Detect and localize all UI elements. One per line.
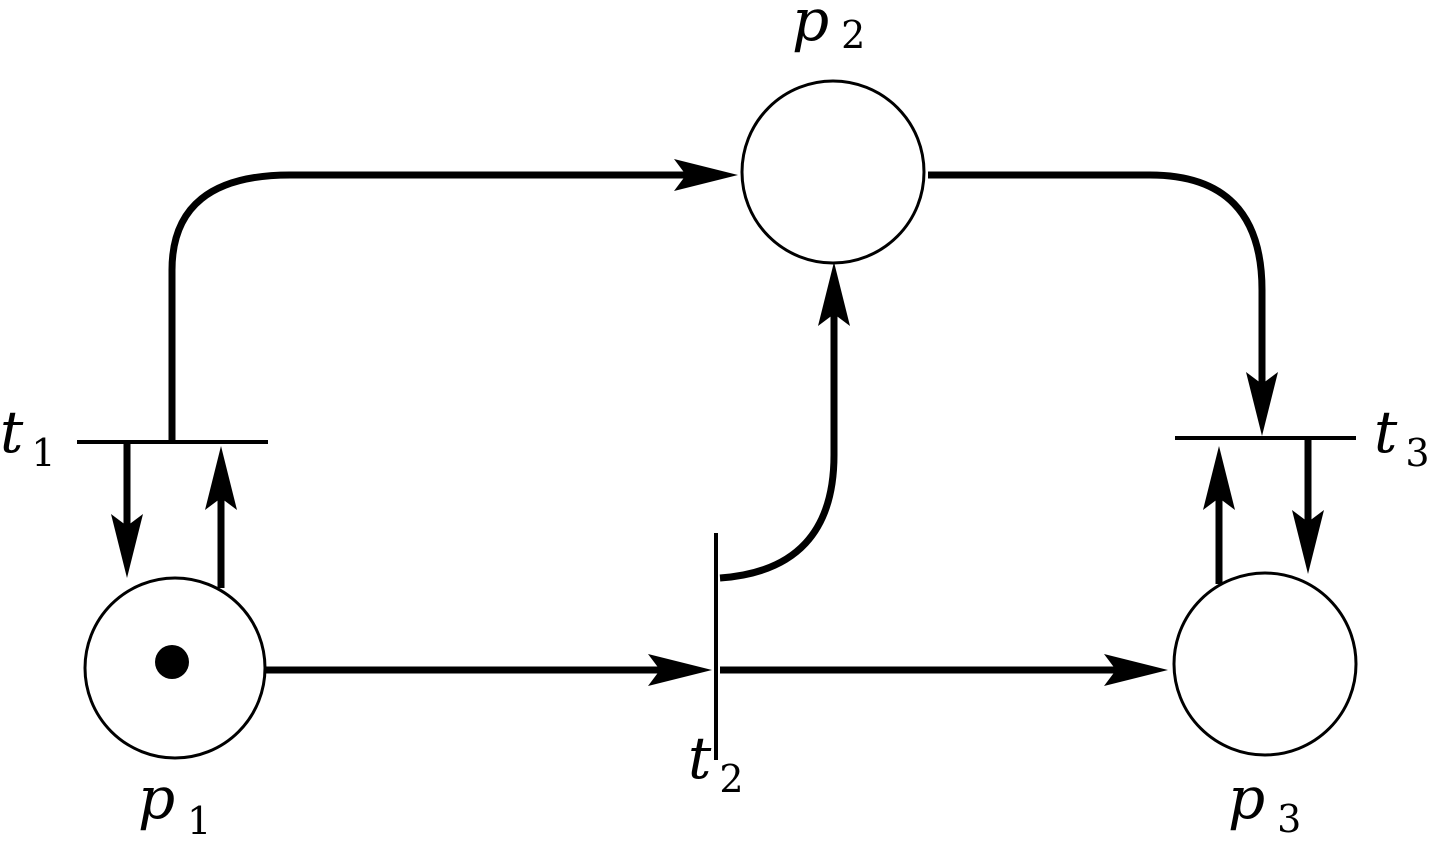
label-t3-main: t: [1374, 398, 1398, 466]
label-t3-sub: 3: [1405, 431, 1429, 475]
arc-t2-to-p2: [719, 310, 838, 582]
label-t2-sub: 2: [719, 757, 743, 801]
arrowhead-p3-to-t3: [1203, 446, 1235, 510]
label-p2: p 2: [792, 0, 865, 57]
label-p3: p 3: [1228, 764, 1301, 841]
label-t1: t 1: [0, 398, 56, 475]
place-p3: [1172, 571, 1358, 757]
arrowhead-t3-to-p3: [1292, 510, 1324, 574]
label-p1-main: p: [138, 764, 175, 832]
label-p2-sub: 2: [841, 13, 865, 57]
label-p1: p 1: [138, 764, 211, 841]
arrowhead-t1-to-p1: [111, 514, 143, 578]
arrowhead-p2-to-t3: [1246, 372, 1278, 436]
arrowhead-t1-to-p2: [674, 159, 738, 191]
label-p3-main: p: [1228, 764, 1265, 832]
arrowhead-p1-to-t1: [205, 446, 237, 510]
label-p1-sub: 1: [187, 799, 211, 841]
label-p2-main: p: [792, 0, 829, 54]
label-t3: t 3: [1374, 398, 1430, 475]
arrowhead-t2-to-p3: [1104, 654, 1168, 686]
arc-t1-to-p2: [168, 171, 690, 440]
arrowhead-t2-to-p2: [818, 262, 850, 326]
place-p2: [740, 79, 926, 265]
token-p1: [155, 645, 189, 679]
label-t2: t 2: [688, 724, 744, 801]
arc-p2-to-t3: [928, 171, 1266, 388]
label-t1-main: t: [0, 398, 24, 466]
label-t1-sub: 1: [31, 431, 55, 475]
label-p3-sub: 3: [1277, 797, 1301, 841]
label-t2-main: t: [688, 724, 712, 792]
arrowhead-p1-to-t2: [648, 654, 712, 686]
